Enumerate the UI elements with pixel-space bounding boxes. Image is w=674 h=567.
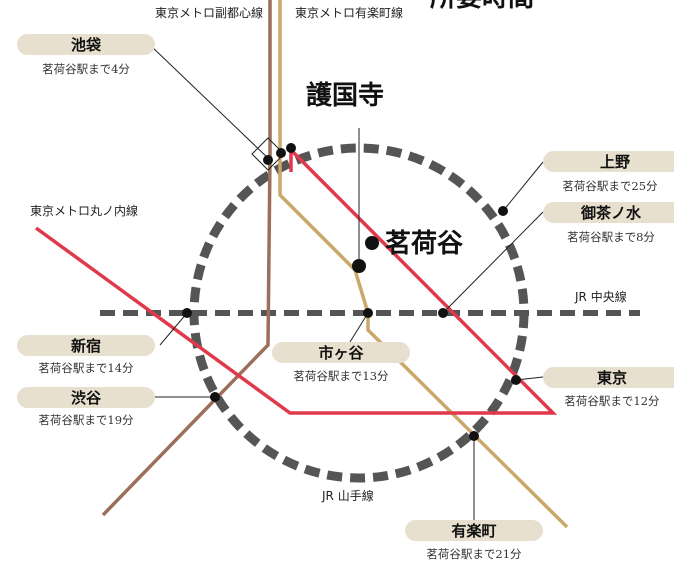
ueno-callout-line	[502, 161, 544, 212]
gokokuji-label: 護国寺	[306, 80, 384, 111]
station-time-shibuya: 茗荷谷駅まで19分	[38, 413, 134, 427]
station-name-tokyo: 東京	[597, 369, 627, 387]
station-dot-ikebukuro-b	[276, 148, 286, 158]
station-time-shinjuku: 茗荷谷駅まで14分	[38, 361, 134, 375]
ichigaya-callout-line	[349, 312, 369, 343]
station-dot-ueno	[498, 206, 508, 216]
ikebukuro-callout-line	[149, 44, 271, 161]
callout-ochanomizu: 御茶ノ水 茗荷谷駅まで8分	[543, 202, 674, 244]
station-name-ochanomizu: 御茶ノ水	[580, 204, 642, 222]
header-fragment: 所要時間	[430, 0, 534, 13]
fukutoshin-line	[101, 0, 272, 517]
station-name-ichigaya: 市ヶ谷	[318, 344, 364, 362]
station-name-ikebukuro: 池袋	[71, 36, 102, 54]
station-dot-tokyo	[511, 375, 521, 385]
callout-shibuya: 渋谷 茗荷谷駅まで19分	[17, 387, 155, 427]
station-dot-ichigaya	[363, 308, 373, 318]
station-name-yurakucho: 有楽町	[451, 522, 496, 540]
yurakucho-line-label: 東京メトロ有楽町線	[295, 5, 403, 20]
shinjuku-callout-line	[159, 312, 188, 346]
callout-ichigaya: 市ヶ谷 茗荷谷駅まで13分	[272, 342, 410, 383]
chuo-line-label: JR 中央線	[574, 289, 627, 304]
fukutoshin-line-label: 東京メトロ副都心線	[155, 5, 263, 20]
station-time-ochanomizu: 茗荷谷駅まで8分	[567, 230, 655, 244]
station-dot-myogadani	[365, 236, 379, 250]
marunouchi-line	[34, 145, 558, 415]
station-dot-shibuya	[210, 392, 220, 402]
station-dot-shinjuku	[182, 308, 192, 318]
station-time-ueno: 茗荷谷駅まで25分	[562, 179, 658, 193]
station-dot-gokokuji	[352, 259, 366, 273]
station-dot-ikebukuro-a	[263, 155, 273, 165]
callout-yurakucho: 有楽町 茗荷谷駅まで21分	[405, 520, 543, 561]
callout-ikebukuro: 池袋 茗荷谷駅まで4分	[17, 34, 155, 76]
station-dot-ochanomizu	[438, 308, 448, 318]
station-time-ikebukuro: 茗荷谷駅まで4分	[42, 62, 130, 76]
station-dot-ikebukuro-c	[286, 143, 296, 153]
myogadani-label: 茗荷谷	[385, 229, 464, 259]
station-name-shinjuku: 新宿	[71, 337, 101, 355]
callout-shinjuku: 新宿 茗荷谷駅まで14分	[17, 335, 155, 375]
station-time-yurakucho: 茗荷谷駅まで21分	[426, 547, 522, 561]
callout-tokyo: 東京 茗荷谷駅まで12分	[543, 367, 674, 408]
yurakucho-line	[278, 0, 569, 529]
station-name-shibuya: 渋谷	[71, 389, 102, 407]
station-time-ichigaya: 茗荷谷駅まで13分	[293, 369, 389, 383]
yamanote-line-label: JR 山手線	[321, 488, 374, 503]
station-name-ueno: 上野	[600, 153, 630, 171]
station-time-tokyo: 茗荷谷駅まで12分	[564, 394, 660, 408]
callout-ueno: 上野 茗荷谷駅まで25分	[543, 151, 674, 193]
station-dot-yurakucho	[469, 431, 479, 441]
ochanomizu-callout-line	[442, 211, 544, 314]
marunouchi-line-label: 東京メトロ丸ノ内線	[30, 203, 138, 218]
